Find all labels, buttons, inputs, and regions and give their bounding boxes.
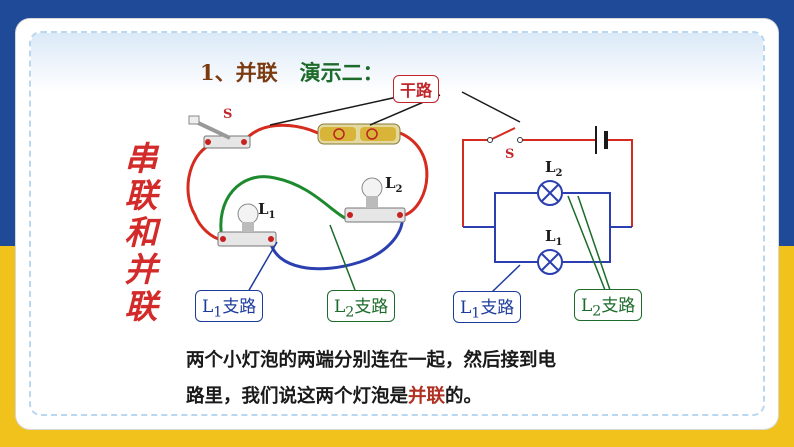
schematic-switch-label: S [505,147,514,162]
main-wire [186,141,223,242]
side-char: 串 [124,139,158,178]
explanation-line-1: 两个小灯泡的两端分别连在一起，然后接到电 [186,350,557,371]
lamp2-icon [344,177,406,223]
branch-wire-l1 [268,214,404,271]
battery-icon [317,123,401,145]
lamp1-icon [217,203,277,247]
pointer-line [567,195,606,291]
l2-branch-label-schematic: L2支路 [574,289,643,322]
side-title: 串 联 和 并 联 [121,140,161,325]
explanation-line-2: 路里，我们说这两个灯泡是并联的。 [186,386,483,407]
l1-branch-label: L1支路 [195,290,264,323]
pointer-line [461,91,521,123]
side-char: 和 [124,213,158,252]
lamp2-label: L2 [385,174,403,195]
pointer-line [577,195,611,291]
section-title: 1、并联演示二： [200,57,384,87]
pointer-line [491,264,521,293]
highlight-parallel: 并联 [408,386,446,407]
l1-branch-label-schematic: L1支路 [453,291,522,324]
main-wire-top [243,123,319,142]
switch-icon [188,115,251,149]
schematic-lamp2-label: L2 [545,158,563,179]
schematic-branches [463,192,632,263]
l2-branch-label: L2支路 [327,290,396,323]
lamp2-symbol-icon [537,180,563,206]
side-char: 联 [124,176,158,215]
side-char: 联 [124,287,158,326]
switch-node [487,137,493,143]
schematic-lamp1-label: L1 [545,227,563,248]
side-char: 并 [124,250,158,289]
lamp1-label: L1 [258,200,276,221]
switch-label: S [223,107,232,122]
branch-wire-l2 [219,175,346,239]
pointer-line [329,224,356,291]
pointer-line [247,241,278,293]
schematic-main [462,139,633,227]
title-demo: 演示二： [299,60,384,85]
dashed-frame [29,31,765,416]
lamp1-symbol-icon [537,249,563,275]
explanation-text: 两个小灯泡的两端分别连在一起，然后接到电 路里，我们说这两个灯泡是并联的。 [186,343,596,415]
title-parallel: 1、并联 [200,60,278,85]
switch-node [517,137,523,143]
schematic-switch [489,127,516,141]
main-line-label: 干路 [393,75,440,103]
main-wire-right [399,131,429,217]
